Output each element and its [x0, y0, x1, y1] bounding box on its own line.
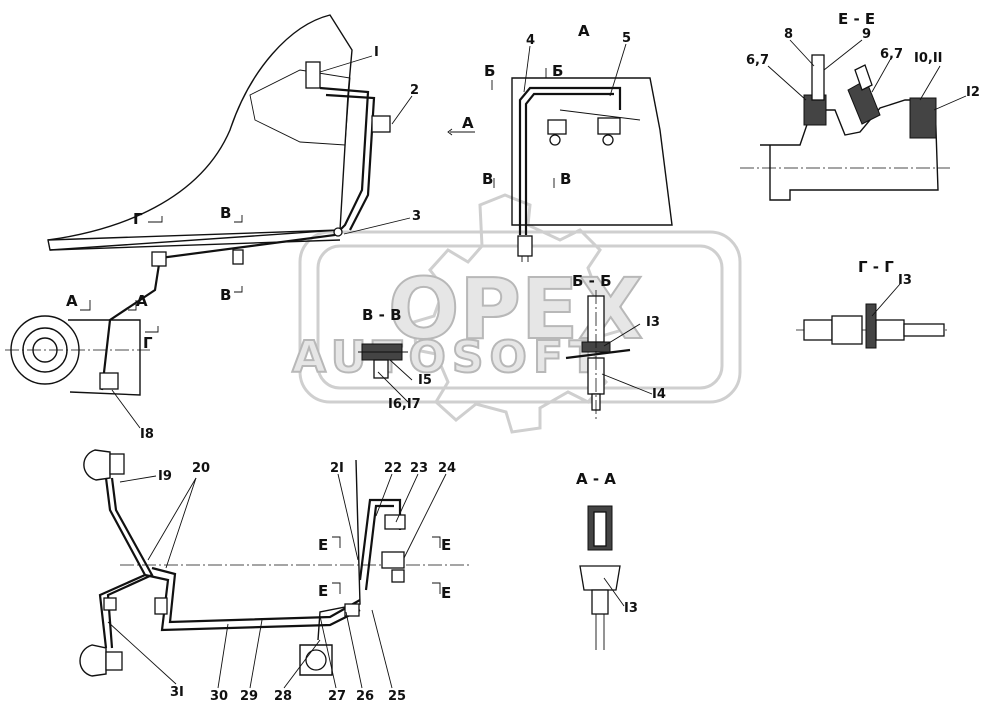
callout-28: 28	[274, 689, 292, 704]
view-a: А Б Б В В	[482, 22, 673, 262]
callout-31: 3I	[170, 685, 184, 700]
callout-10-11: I0,II	[914, 51, 943, 66]
svg-text:Б: Б	[552, 62, 563, 80]
cab-outline	[47, 14, 353, 251]
svg-text:В: В	[220, 286, 231, 304]
panel-outline	[511, 77, 673, 226]
callout-1: I	[374, 45, 379, 60]
callout-15: I5	[418, 373, 432, 388]
svg-text:Е: Е	[441, 536, 451, 554]
svg-text:Б: Б	[484, 62, 495, 80]
callout-16-17: I6,I7	[388, 397, 421, 412]
svg-text:А: А	[66, 292, 78, 310]
svg-text:А - А: А - А	[576, 470, 616, 488]
callout-13-g: I3	[898, 273, 912, 288]
svg-text:Г: Г	[133, 210, 143, 228]
svg-text:Е: Е	[318, 582, 328, 600]
svg-text:В: В	[220, 204, 231, 222]
svg-text:В: В	[482, 170, 493, 188]
section-e-e: Е - Е	[740, 10, 950, 201]
callout-30: 30	[210, 689, 228, 704]
callout-21: 2I	[330, 461, 344, 476]
callout-23: 23	[410, 461, 428, 476]
callout-6-7-b: 6,7	[880, 47, 903, 62]
callout-25: 25	[388, 689, 406, 704]
brake-chamber-bottom	[79, 644, 107, 677]
callout-3: 3	[412, 209, 421, 224]
callout-22: 22	[384, 461, 402, 476]
callout-26: 26	[356, 689, 374, 704]
callout-12: I2	[966, 85, 980, 100]
callout-5: 5	[622, 31, 631, 46]
watermark-sub: AUTOSOFT	[292, 332, 605, 383]
section-marks-left: Г В В А А Г А	[66, 114, 475, 352]
valve-body-right	[909, 97, 937, 139]
svg-text:Г - Г: Г - Г	[858, 258, 894, 276]
svg-text:А: А	[136, 292, 148, 310]
cab-assembly	[5, 14, 391, 396]
svg-text:В: В	[560, 170, 571, 188]
svg-text:В - В: В - В	[362, 306, 402, 324]
callout-labels: I 2 3 4 5 6,7 8 9 6,7 I0,II I2 I3 I3 I4 …	[140, 27, 980, 704]
section-b-b: Б - Б	[565, 272, 631, 420]
callout-8: 8	[784, 27, 793, 42]
svg-text:Б - Б: Б - Б	[572, 272, 612, 290]
callout-19: I9	[158, 469, 172, 484]
section-g-g: Г - Г	[796, 258, 950, 349]
svg-text:Е - Е: Е - Е	[838, 10, 875, 28]
callout-9: 9	[862, 27, 871, 42]
svg-text:А: А	[578, 22, 590, 40]
callout-6-7-a: 6,7	[746, 53, 769, 68]
callout-2: 2	[410, 83, 419, 98]
svg-text:Г: Г	[143, 334, 153, 352]
brake-chamber-top	[83, 449, 111, 481]
svg-text:Е: Е	[441, 584, 451, 602]
callout-27: 27	[328, 689, 346, 704]
svg-text:Е: Е	[318, 536, 328, 554]
section-a-a: А - А	[576, 470, 621, 650]
bottom-brake-assembly: Е Е Е Е	[79, 449, 470, 677]
watermark: ОРЕХ AUTOSOFT	[291, 193, 742, 434]
section-v-v: В - В	[358, 306, 408, 379]
callout-20: 20	[192, 461, 210, 476]
callout-13-a: I3	[624, 601, 638, 616]
callout-13-b: I3	[646, 315, 660, 330]
callout-29: 29	[240, 689, 258, 704]
callout-24: 24	[438, 461, 456, 476]
callout-14: I4	[652, 387, 666, 402]
watermark-gear	[412, 193, 624, 434]
callout-18: I8	[140, 427, 154, 442]
svg-text:А: А	[462, 114, 474, 132]
leader-lines	[107, 39, 967, 689]
callout-4: 4	[526, 33, 535, 48]
